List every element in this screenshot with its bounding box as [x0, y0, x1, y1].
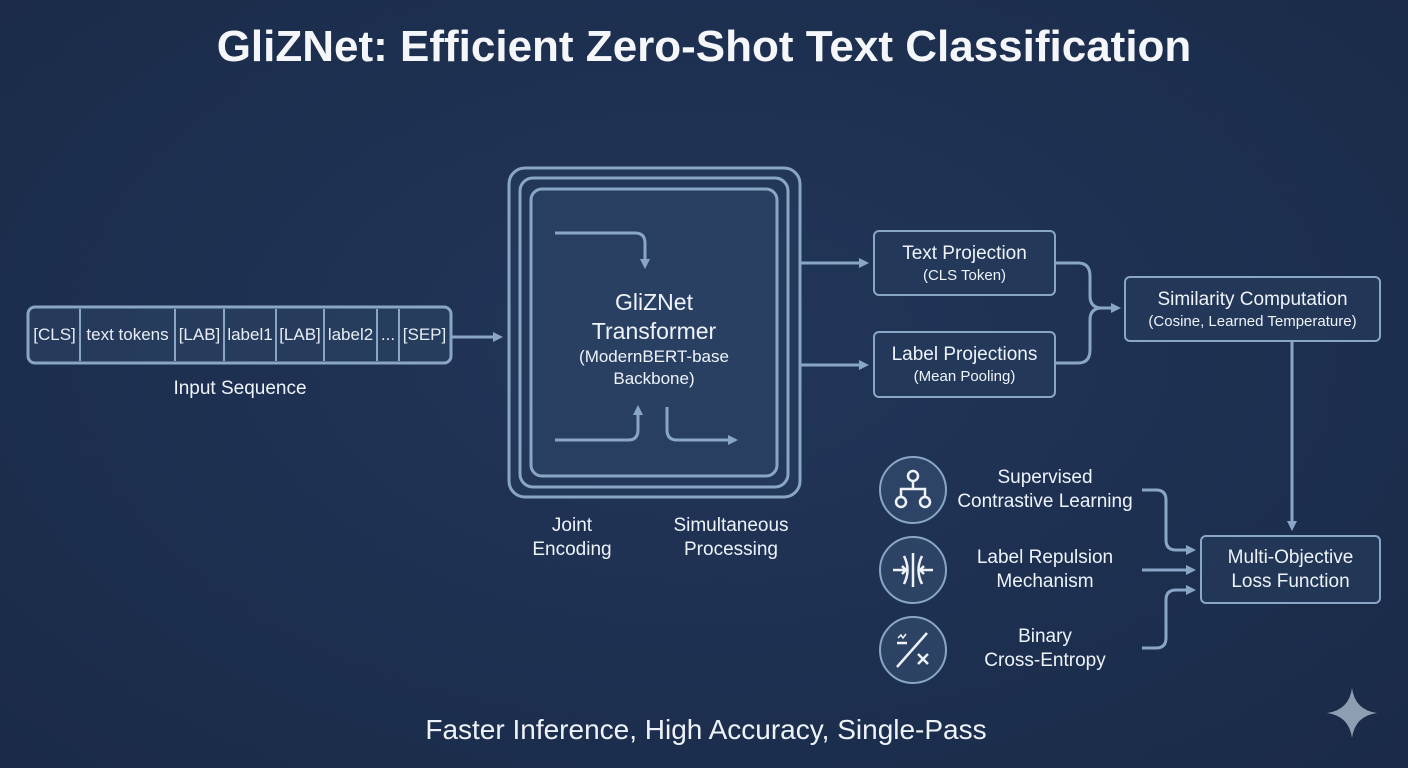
token-lab-2: [LAB] — [279, 325, 321, 344]
token-cls: [CLS] — [33, 325, 76, 344]
transformer-backbone-line2: Backbone) — [613, 369, 695, 388]
repulsion-icon — [879, 536, 947, 604]
transformer-outer-frame — [507, 166, 802, 499]
token-lab-1: [LAB] — [178, 325, 221, 344]
footer-tagline: Faster Inference, High Accuracy, Single-… — [425, 714, 987, 745]
token-dividers — [79, 309, 400, 361]
sparkle-icon — [1327, 688, 1377, 738]
input-sequence-frame — [26, 305, 453, 365]
loss-contrastive-line2: Contrastive Learning — [957, 491, 1133, 512]
loss-bce-line2: Cross-Entropy — [984, 650, 1106, 671]
caption-processing: Processing — [684, 539, 778, 560]
caption-encoding: Encoding — [532, 539, 612, 560]
label-projections-title: Label Projections — [891, 344, 1038, 365]
multi-objective-loss-box: Multi-Objective Loss Function — [1200, 535, 1381, 604]
token-label1: label1 — [227, 325, 273, 344]
inner-arrow-bottom-in — [555, 405, 643, 442]
binary-cross-icon — [879, 616, 947, 684]
token-label2: label2 — [327, 325, 374, 344]
arrow-contrastive-to-loss — [1142, 488, 1196, 555]
loss-bce-line1: Binary — [1018, 626, 1072, 647]
multi-objective-line2: Loss Function — [1231, 570, 1350, 592]
token-text: text tokens — [86, 325, 169, 344]
hierarchy-icon — [879, 456, 947, 524]
inner-arrow-bottom-out — [665, 407, 738, 445]
transformer-name-line1: GliZNet — [615, 289, 693, 315]
caption-simultaneous: Simultaneous — [673, 515, 789, 536]
multi-objective-line1: Multi-Objective — [1227, 546, 1354, 568]
arrow-text-to-similarity — [1055, 261, 1121, 313]
transformer-backbone-line1: (ModernBERT-base — [579, 347, 729, 366]
similarity-title: Similarity Computation — [1157, 288, 1348, 310]
similarity-box: Similarity Computation (Cosine, Learned … — [1124, 276, 1381, 342]
similarity-subtitle: (Cosine, Learned Temperature) — [1148, 312, 1357, 330]
text-projection-box: Text Projection (CLS Token) — [873, 230, 1056, 296]
label-projections-box: Label Projections (Mean Pooling) — [873, 331, 1056, 398]
loss-contrastive-line1: Supervised — [997, 467, 1093, 488]
input-sequence-caption: Input Sequence — [173, 378, 307, 399]
caption-joint: Joint — [551, 515, 593, 536]
text-projection-subtitle: (CLS Token) — [922, 266, 1007, 284]
token-sep: [SEP] — [402, 325, 447, 344]
loss-repulsion-line1: Label Repulsion — [976, 547, 1114, 568]
loss-repulsion-line2: Mechanism — [996, 571, 1094, 592]
transformer-name-line2: Transformer — [591, 318, 717, 344]
arrow-bce-to-loss — [1142, 585, 1196, 650]
diagram-title: GliZNet: Efficient Zero-Shot Text Classi… — [216, 22, 1192, 71]
token-ellipsis: ... — [380, 325, 396, 344]
arrow-label-to-similarity — [1055, 306, 1103, 365]
inner-arrow-top — [555, 231, 650, 269]
label-projections-subtitle: (Mean Pooling) — [913, 368, 1016, 385]
text-projection-title: Text Projection — [902, 242, 1027, 264]
